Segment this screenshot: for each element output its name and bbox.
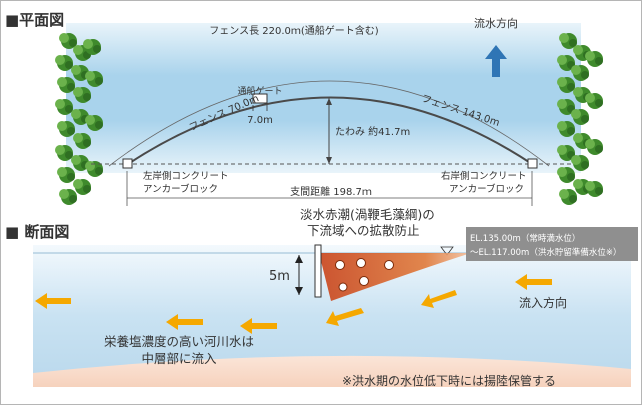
arrow-middle-2 — [326, 308, 364, 326]
inflow-label: 流入方向 — [519, 295, 567, 310]
flow-direction-label: 流水方向 — [474, 16, 518, 30]
right-anchor-line2: アンカーブロック — [449, 183, 524, 195]
water-level-marker — [440, 246, 454, 256]
arrow-middle-4 — [166, 314, 203, 330]
river-bed — [33, 355, 631, 387]
left-anchor-block — [122, 158, 133, 169]
right-anchor-block — [527, 158, 538, 169]
storage-note: ※洪水期の水位低下時には揚陸保管する — [342, 373, 556, 388]
river-note-line2: 中層部に流入 — [141, 351, 217, 366]
fence-line — [127, 96, 533, 165]
purpose-line1: 淡水赤潮(渦鞭毛藻綱)の — [300, 207, 435, 222]
arrow-left — [35, 293, 71, 309]
left-anchor-line2: アンカーブロック — [143, 183, 218, 195]
left-anchor-line1: 左岸側コンクリート — [143, 170, 229, 182]
inflow-arrows — [35, 274, 552, 334]
flow-direction-arrow — [485, 45, 507, 77]
sag-label: たわみ 約41.7m — [335, 125, 410, 138]
arrow-middle-1 — [421, 290, 457, 308]
plan-view — [55, 23, 603, 206]
river-note-line1: 栄養塩濃度の高い河川水は — [104, 334, 254, 349]
fence-length-dimension — [108, 80, 550, 167]
gate-label: 通船ゲート — [237, 85, 282, 97]
fence-total-label: フェンス長 220.0ｍ(通船ゲート含む) — [209, 24, 379, 37]
arrow-inflow-1 — [515, 274, 552, 290]
span-label: 支間距離 198.7ｍ — [290, 185, 372, 198]
water-level-line1: EL.135.00m（常時満水位） — [470, 233, 580, 244]
fence-curtain — [314, 244, 322, 298]
depth-label: 5m — [269, 269, 290, 284]
section-heading: ■ 断面図 — [5, 223, 69, 241]
water-level-box — [466, 227, 638, 261]
plan-heading: ■平面図 — [5, 11, 64, 29]
water-level-line2: ～EL.117.00m（洪水貯留準備水位※） — [470, 247, 621, 258]
algae-markers — [335, 258, 394, 292]
arrow-middle-3 — [240, 318, 277, 334]
boat-gate — [252, 93, 268, 104]
right-anchor-line1: 右岸側コンクリート — [441, 170, 527, 182]
gate-width-label: 7.0m — [247, 115, 273, 126]
purpose-line2: 下流域への拡散防止 — [307, 223, 420, 238]
